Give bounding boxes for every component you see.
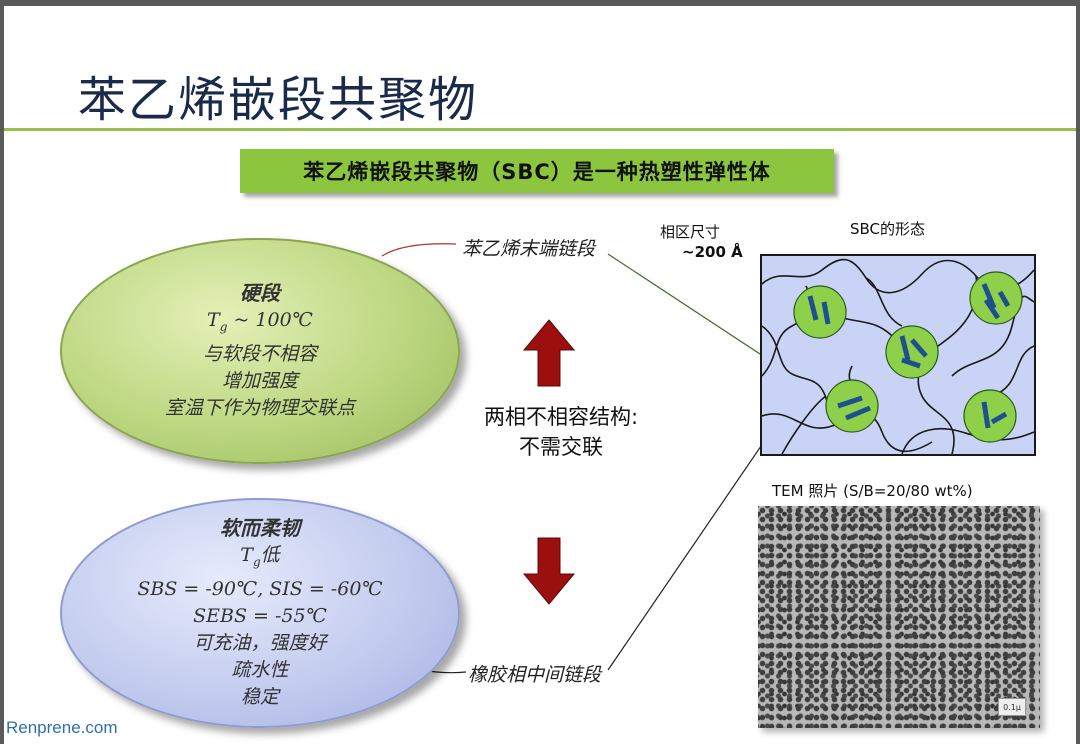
soft-segment-line: 疏水性	[231, 658, 289, 681]
rubber-mid-callout: 橡胶相中间链段	[468, 664, 602, 686]
hard-segment-ellipse: 硬段 Tg ~ 100℃ 与软段不相容 增加强度 室温下作为物理交联点	[60, 238, 460, 464]
morphology-drawing	[761, 258, 1035, 455]
styrene-end-callout: 苯乙烯末端链段	[462, 238, 596, 260]
page-title: 苯乙烯嵌段共聚物	[78, 72, 479, 128]
tem-caption: TEM 照片 (S/B=20/80 wt%)	[772, 482, 973, 500]
soft-segment-heading: 软而柔韧	[220, 516, 300, 541]
polystyrene-segments	[807, 283, 1011, 429]
slide: 苯乙烯嵌段共聚物 苯乙烯嵌段共聚物（SBC）是一种热塑性弹性体 硬段 Tg ~ …	[4, 6, 1076, 744]
soft-segment-ellipse: 软而柔韧 Tg低 SBS = -90℃, SIS = -60℃ SEBS = -…	[60, 498, 460, 728]
soft-segment-line: 稳定	[240, 685, 279, 708]
soft-segment-line: 可充油，强度好	[193, 631, 327, 654]
watermark: Renprene.com	[6, 718, 118, 737]
hard-segment-tg: Tg ~ 100℃	[207, 309, 313, 334]
styrene-callout-line	[381, 243, 457, 257]
hard-segment-line: 增加强度	[221, 369, 298, 392]
hard-segment-line: 室温下作为物理交联点	[164, 396, 355, 419]
domain-size-label: 相区尺寸 ~200 Å	[660, 223, 743, 261]
phase-structure-note: 两相不相容结构: 不需交联	[483, 405, 639, 459]
hard-segment-line: 与软段不相容	[202, 342, 317, 365]
soft-segment-tg: Tg低	[240, 544, 280, 569]
rubber-pointer-line	[607, 429, 773, 671]
arrow-up-icon	[522, 319, 576, 387]
arrow-down-icon	[522, 537, 576, 605]
definition-banner: 苯乙烯嵌段共聚物（SBC）是一种热塑性弹性体	[240, 149, 834, 193]
tem-micrograph-image: 0.1μ	[758, 506, 1040, 728]
hard-segment-heading: 硬段	[240, 281, 280, 306]
title-divider	[4, 128, 1076, 131]
tem-scale-bar: 0.1μ	[998, 698, 1026, 716]
soft-segment-line: SBS = -90℃, SIS = -60℃	[137, 577, 383, 600]
soft-segment-line: SEBS = -55℃	[193, 604, 327, 627]
sbc-morphology-diagram	[760, 254, 1036, 456]
morphology-title: SBC的形态	[850, 220, 926, 238]
